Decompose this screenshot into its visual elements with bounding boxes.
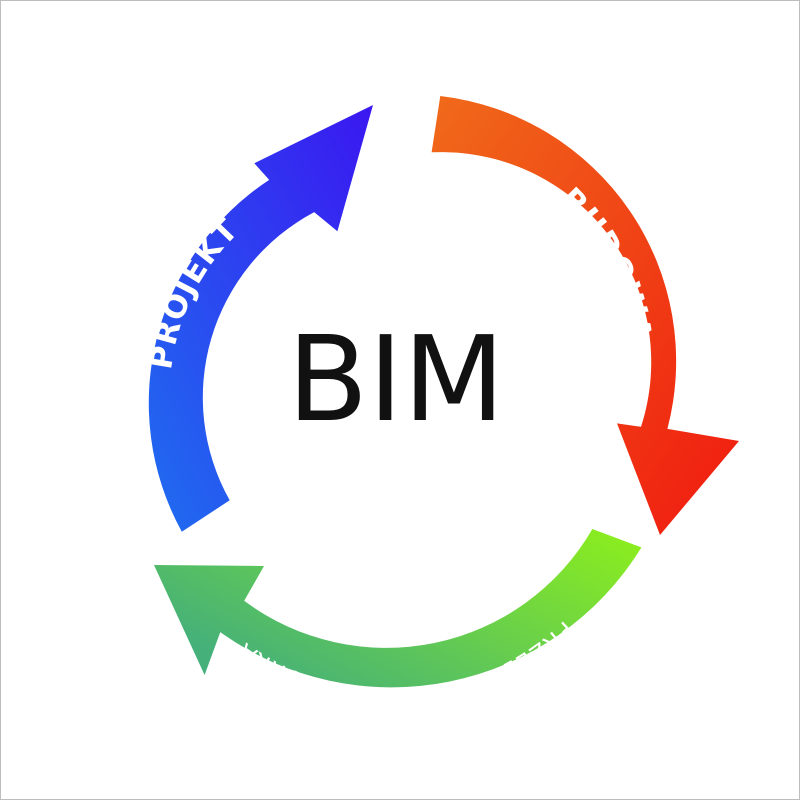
budowa-arrow — [431, 96, 739, 535]
projekt-arrow — [148, 105, 373, 532]
center-title: BIM — [287, 310, 505, 448]
przebudowa-arrow — [154, 529, 642, 688]
